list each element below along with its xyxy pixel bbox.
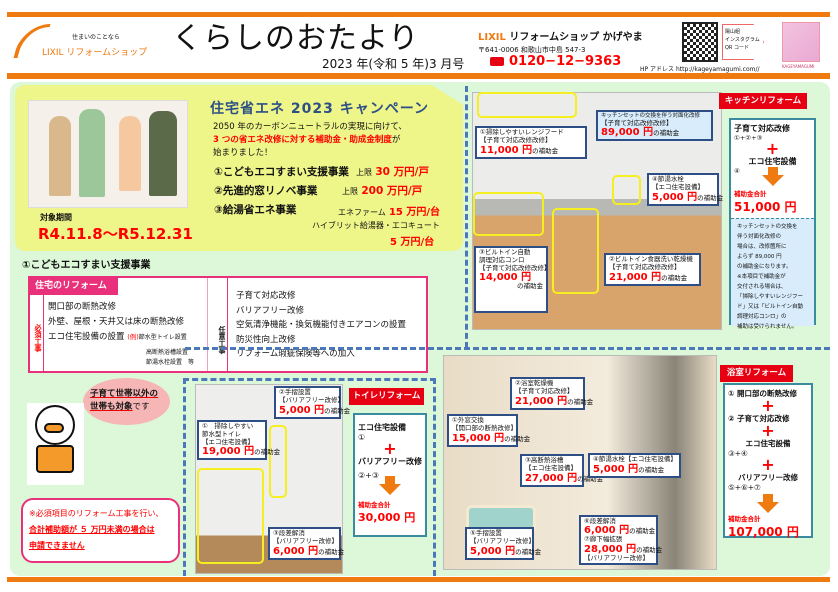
kitchen-callout-counter: キッチンセットの交換を伴う対面化改修【子育て対応改修改修】89,000 円の補助… (596, 110, 713, 142)
campaign-item-3: ③給湯省エネ事業 (214, 204, 297, 216)
phone-number[interactable]: 0120−12−9363 (509, 54, 622, 69)
divider (465, 86, 468, 348)
campaign-cap-1: 上限 30 万円/戸 (356, 166, 429, 178)
highlight-faucet (612, 175, 641, 205)
plus-icon: + (761, 396, 775, 415)
kitchen-callout-cooktop: ③ビルトイン自動調理対応コンロ【子育て対応改修改修】14,000 円の補助金 (474, 246, 551, 313)
campaign-title: 住宅省エネ 2023 キャンペーン (210, 101, 430, 117)
shop-address: 〒641-0006 和歌山市中島 547-3 (478, 46, 586, 54)
target-bubble (83, 378, 170, 425)
highlight-cooktop (473, 192, 544, 236)
kodomo-box-title: 住宅のリフォーム (30, 278, 118, 295)
plus-icon: + (765, 139, 780, 158)
down-arrow-icon (761, 167, 784, 186)
bath-info-box: ① 開口部の断熱改修 + ② 子育て対応改修 + エコ住宅設備 ③+④ + バリ… (723, 383, 813, 539)
kitchen-label: キッチンリフォーム (719, 93, 807, 109)
required-item: エコ住宅設備の設置 (48, 332, 125, 342)
campaign-cap-3: エネファーム 15 万円/台 (338, 207, 441, 218)
logo-name: LIXIL リフォームショップ (42, 48, 148, 58)
kitchen-callout-range-hood: ①掃除しやすいレンジフード【子育て対応改修改修】11,000 円の補助金 (475, 126, 587, 159)
toilet-callout-handrail: ②手摺設置【バリアフリー改修】5,000 円の補助金 (274, 386, 350, 419)
header-orange-bar (7, 73, 830, 79)
required-item: 開口部の断熱改修 (48, 302, 117, 312)
family-illustration (28, 100, 188, 208)
toilet-info-box: エコ住宅設備 ① + バリアフリー改修 ②+③ 補助金合計 30,000 円 (353, 413, 427, 537)
kitchen-info-note: キッチンセットの交換を伴う対面化改修の場合は、改修箇所によらず 89,000 円… (731, 218, 814, 330)
toilet-frame (183, 378, 436, 576)
kitchen-info-box: 子育て対応改修 ①+②+③ + エコ住宅設備 ④ 補助金合計 51,000 円 … (729, 118, 816, 330)
highlight-range-hood (477, 92, 577, 118)
shop-name: リフォームショップ かげやま (509, 32, 643, 43)
bath-label: 浴室リフォーム (720, 365, 793, 382)
campaign-item-1: ①こどもエコすまい支援事業 (214, 166, 349, 178)
highlight-dishwasher (552, 208, 599, 294)
toilet-callout-toilet: ① 掃除しやすい節水型トイレ【エコ住宅設備】19,000 円の補助金 (197, 420, 280, 461)
divider (185, 347, 830, 350)
bath-callout-tub: ③高断熱浴槽【エコ住宅設備】27,000 円の補助金 (520, 454, 603, 487)
example-list: 高断熱浴槽設置節湯水栓設置 等 (146, 349, 195, 366)
down-arrow-icon (379, 476, 401, 495)
bath-callout-handrail: ⑤手摺設置【バリアフリー改修】5,000 円の補助金 (465, 527, 541, 560)
bath-callout-faucet: ④節湯水栓【エコ住宅設備】5,000 円の補助金 (588, 453, 681, 478)
bath-callout-dryer: ②浴室乾燥機【子育て対応改修】21,000 円の補助金 (510, 377, 593, 410)
campaign-cap-2: 上限 200 万円/戸 (342, 185, 423, 197)
hp-address[interactable]: HP アドレス http://kageyamagumi.com// (640, 66, 760, 73)
logo-tagline: 住まいのことなら (72, 34, 120, 41)
issue-date: 2023 年(令和 5 年)3 月号 (322, 57, 465, 71)
kitchen-callout-faucet: ④節湯水栓【エコ住宅設備】5,000 円の補助金 (647, 173, 723, 206)
hybrid-label: ハイブリット給湯器・エコキュート (312, 221, 440, 230)
plus-icon: + (761, 421, 775, 440)
toilet-callout-step: ③段差解消【バリアフリー改修】6,000 円の補助金 (268, 527, 344, 560)
plus-icon: + (383, 439, 397, 458)
required-label: 必須工事 (30, 295, 44, 371)
required-list: 開口部の断熱改修 外壁、屋根・天井又は床の断熱改修 エコ住宅設備の設置 (例)節… (48, 302, 187, 342)
instagram-caption: KAGEYAMAGUMI (782, 64, 815, 69)
campaign-item-2: ②先進的窓リノベ事業 (214, 185, 318, 197)
bottom-orange-bar (7, 577, 830, 582)
shop-brand: LIXIL (478, 32, 506, 43)
highlight-toilet (197, 468, 264, 564)
target-text: 子育て世帯以外の 世帯も対象です (90, 389, 159, 412)
bath-callout-window: ①外窓交換【開口部の断熱改修】15,000 円の補助金 (447, 414, 530, 447)
required-item: 外壁、屋根・天井又は床の断熱改修 (48, 317, 185, 327)
campaign-intro: 2050 年のカーボンニュートラルの実現に向けて、 3 つの省エネ改修に対する補… (213, 122, 407, 158)
down-arrow-icon (757, 494, 779, 513)
plus-icon: + (761, 455, 775, 474)
instagram-qr-icon[interactable] (782, 22, 820, 62)
top-orange-bar (7, 12, 830, 17)
page-title: くらしのおたより (172, 21, 420, 56)
period-value: R4.11.8〜R5.12.31 (38, 225, 193, 243)
kitchen-callout-dishwasher: ②ビルトイン食器洗い乾燥機【子育て対応改修改修】21,000 円の補助金 (604, 253, 701, 286)
warning-callout: ※必須項目のリフォーム工事を行い、 合計補助額が ５ 万円未満の場合は 申請でき… (21, 498, 180, 563)
qr-code-icon[interactable] (682, 22, 718, 62)
kodomo-section-title: ①こどもエコすまい支援事業 (22, 260, 151, 271)
toilet-label: トイレリフォーム (349, 388, 424, 405)
period-label: 対象期間 (40, 213, 72, 222)
hybrid-cap: 5 万円/台 (390, 237, 435, 248)
mascot-character (27, 403, 84, 485)
free-dial-icon (490, 57, 504, 66)
shop-title: LIXIL リフォームショップ かげやま (478, 28, 643, 43)
optional-list: 子育て対応改修バリアフリー改修空気清浄機能・換気機能付きエアコンの設置防災性向上… (236, 291, 407, 359)
highlight-handrail (269, 425, 287, 498)
optional-label: 任意工事 (207, 278, 228, 371)
